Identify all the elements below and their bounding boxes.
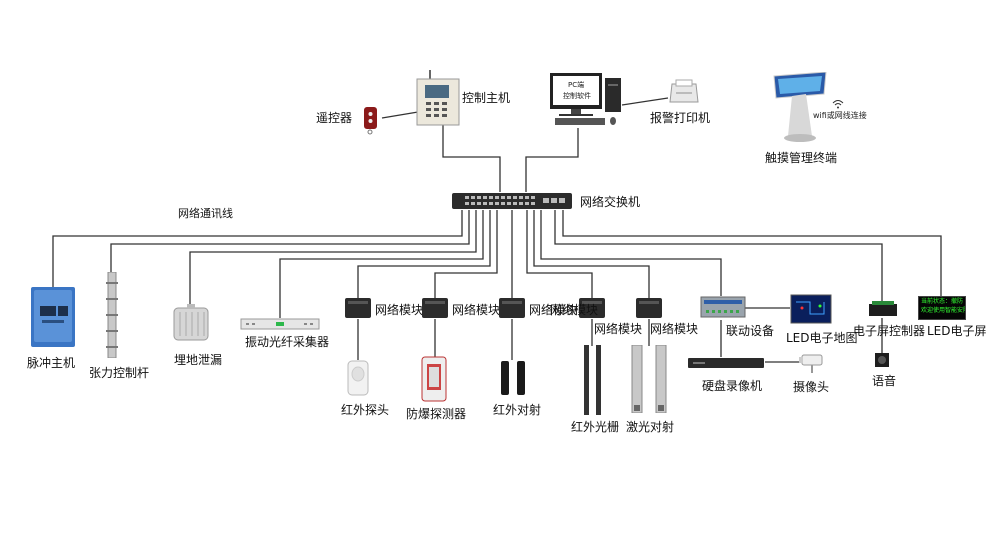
dvr-icon xyxy=(687,355,765,369)
explosion-detector-label: 防爆探测器 xyxy=(406,407,467,421)
fiber-collector-icon xyxy=(240,316,320,330)
pc-screen-text-2: 控制软件 xyxy=(563,92,591,100)
led-screen-line-1: 当前状态：撤防 xyxy=(921,298,964,305)
network-module-5-icon xyxy=(636,298,662,318)
fiber-collector-label: 振动光纤采集器 xyxy=(245,335,330,349)
network-cable-label: 网络通讯线 xyxy=(178,207,233,220)
led-map-icon xyxy=(790,294,832,324)
ir-beam-label: 红外对射 xyxy=(493,403,542,417)
pulse-host-icon xyxy=(30,286,76,348)
network-module-1-label: 网络模块 xyxy=(375,303,424,317)
network-switch-label: 网络交换机 xyxy=(580,195,641,209)
network-module-4-icon xyxy=(579,298,605,318)
ir-probe-icon xyxy=(347,360,369,396)
led-screen-line-2: 欢迎使用智能安防 xyxy=(921,307,965,314)
pulse-host-label: 脉冲主机 xyxy=(27,356,76,370)
linkage-device-label: 联动设备 xyxy=(726,324,775,338)
speaker-icon xyxy=(874,352,890,368)
ir-grating-label: 红外光栅 xyxy=(571,420,620,434)
ir-grating-icon xyxy=(583,345,603,415)
network-module-2-label: 网络模块 xyxy=(452,303,501,317)
led-map-label: LED电子地图 xyxy=(786,331,858,345)
led-screen-display: 当前状态：撤防 欢迎使用智能安防 xyxy=(918,296,966,320)
network-switch-icon xyxy=(451,191,573,211)
buried-leak-label: 埋地泄漏 xyxy=(174,353,223,367)
network-module-3-icon xyxy=(499,298,525,318)
pc-screen-text-1: PC端 xyxy=(568,81,585,89)
explosion-detector-icon xyxy=(421,356,447,402)
wifi-label: wifi或网线连接 xyxy=(813,111,867,120)
linkage-device-icon xyxy=(700,296,746,318)
dvr-label: 硬盘录像机 xyxy=(702,379,763,393)
tension-pole-label: 张力控制杆 xyxy=(89,366,150,380)
camera-label: 摄像头 xyxy=(793,380,830,394)
remote-label: 遥控器 xyxy=(316,111,353,125)
ir-beam-icon xyxy=(500,360,526,396)
touch-terminal-icon xyxy=(770,71,830,144)
voice-label: 语音 xyxy=(872,374,897,388)
led-screen-label: LED电子屏 xyxy=(927,324,987,338)
touch-terminal-label: 触摸管理终端 xyxy=(765,151,838,165)
remote-control-icon xyxy=(362,105,380,135)
network-module-1-icon xyxy=(345,298,371,318)
camera-icon xyxy=(798,352,826,376)
ir-probe-label: 红外探头 xyxy=(341,403,390,417)
buried-leak-icon xyxy=(170,304,212,344)
control-host-label: 控制主机 xyxy=(462,91,511,105)
control-host-icon xyxy=(416,70,460,126)
network-module-2-icon xyxy=(422,298,448,318)
alarm-printer-label: 报警打印机 xyxy=(650,111,711,125)
network-module-4-label: 网络模块 xyxy=(550,303,599,317)
pc-computer-icon xyxy=(549,72,625,128)
laser-beam-label: 激光对射 xyxy=(626,420,675,434)
screen-controller-label: 电子屏控制器 xyxy=(853,324,926,338)
network-module-3-label: 网络模块 xyxy=(529,303,578,317)
laser-beam-icon xyxy=(631,344,667,414)
screen-controller-icon xyxy=(868,300,898,318)
alarm-printer-icon xyxy=(668,78,700,104)
tension-pole-icon xyxy=(105,271,119,359)
network-module-6-label: 网络模块 xyxy=(650,322,699,336)
wifi-icon xyxy=(832,94,844,109)
network-module-5-label: 网络模块 xyxy=(594,322,643,336)
